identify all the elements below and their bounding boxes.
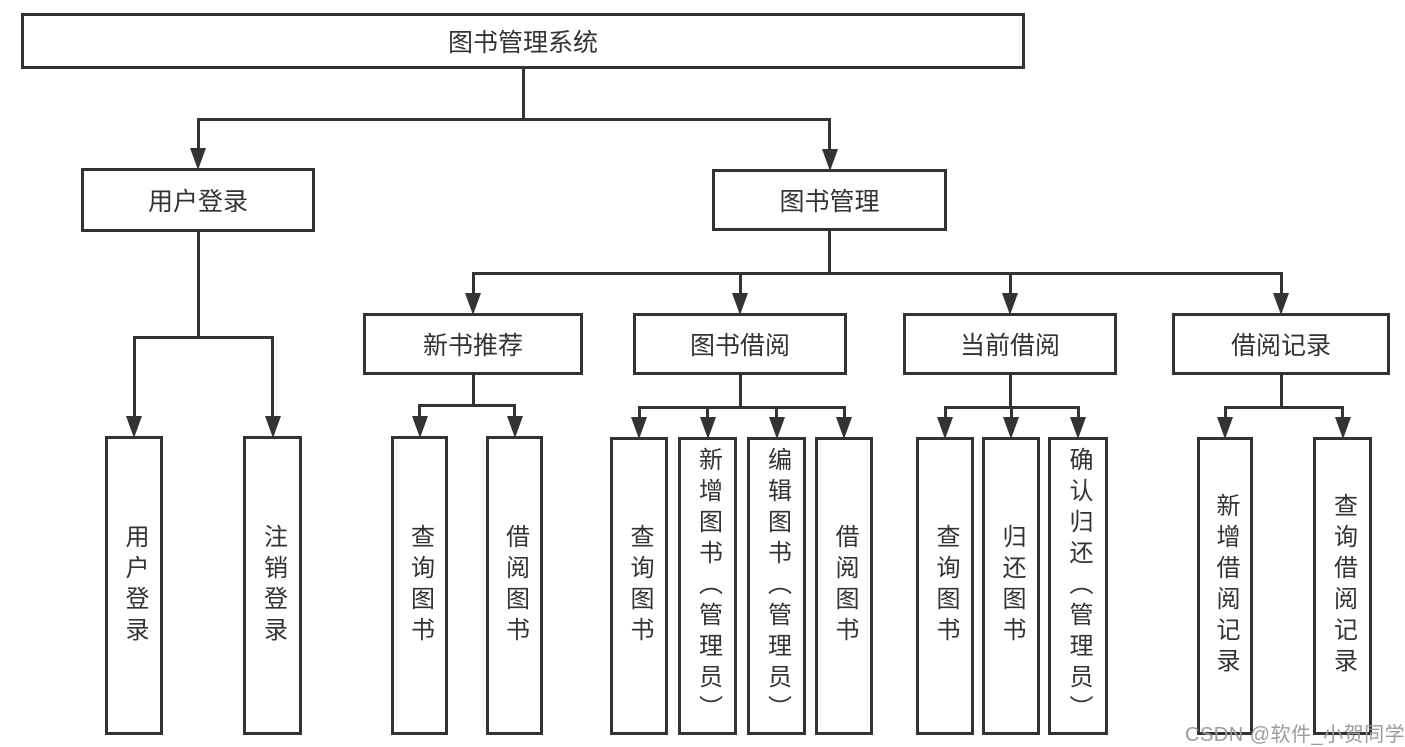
node-logout-leaf: 注销登录 (243, 436, 302, 735)
connector-line (521, 69, 525, 121)
arrow-down-icon (264, 416, 281, 438)
arrow-down-icon (1273, 293, 1289, 315)
node-label: 注销登录 (259, 523, 287, 648)
arrow-down-icon (1070, 417, 1086, 439)
node-label: 查询图书 (932, 524, 959, 648)
node-label: 确认归还（管理员） (1065, 446, 1092, 726)
node-query-books-recommend: 查询图书 (391, 436, 448, 735)
connector-line (637, 406, 846, 409)
connector-line (1008, 275, 1012, 294)
connector-line (1279, 375, 1283, 409)
node-query-books-current: 查询图书 (916, 437, 974, 735)
connector-line (418, 407, 421, 417)
node-label: 图书管理系统 (447, 29, 598, 57)
node-new-book-recommend: 新书推荐 (363, 313, 583, 375)
connector-line (738, 275, 742, 294)
connector-line (1341, 409, 1344, 418)
connector-line (471, 272, 1283, 275)
node-query-books-borrow: 查询图书 (610, 437, 668, 735)
connector-line (943, 406, 1080, 409)
connector-line (271, 339, 274, 417)
node-user-login-branch: 用户登录 (81, 168, 315, 232)
arrow-down-icon (1217, 417, 1233, 439)
arrow-down-icon (732, 293, 748, 315)
node-label: 归还图书 (998, 524, 1025, 648)
connector-line (828, 231, 831, 275)
connector-line (132, 339, 136, 417)
connector-line (1076, 409, 1080, 418)
node-label: 新增借阅记录 (1212, 493, 1239, 679)
connector-line (775, 409, 778, 418)
connector-line (1008, 375, 1012, 409)
node-borrow-books-recommend: 借阅图书 (486, 436, 543, 735)
node-label: 用户登录 (147, 188, 248, 216)
node-confirm-return-admin: 确认归还（管理员） (1048, 437, 1108, 735)
node-borrow-records: 借阅记录 (1172, 313, 1390, 375)
node-return-books: 归还图书 (982, 437, 1040, 735)
node-current-borrow: 当前借阅 (903, 313, 1117, 375)
watermark: CSDN @软件_小贺同学 (1185, 724, 1405, 746)
connector-line (706, 409, 709, 418)
connector-line (513, 407, 516, 417)
arrow-down-icon (631, 417, 647, 439)
node-label: 当前借阅 (959, 332, 1060, 360)
node-label: 借阅记录 (1230, 332, 1331, 360)
node-label: 图书借阅 (689, 332, 790, 360)
node-borrow-books-borrow: 借阅图书 (815, 437, 873, 735)
connector-line (637, 409, 641, 418)
node-label: 查询图书 (406, 523, 434, 648)
arrow-down-icon (836, 417, 852, 439)
connector-line (418, 404, 516, 407)
connector-line (1223, 409, 1227, 418)
node-add-borrow-record: 新增借阅记录 (1197, 437, 1253, 735)
node-book-management-branch: 图书管理 (712, 169, 947, 231)
node-label: 查询图书 (626, 524, 653, 648)
node-label: 用户登录 (121, 523, 148, 648)
connector-line (842, 409, 846, 418)
node-label: 借阅图书 (501, 523, 529, 648)
connector-line (1279, 275, 1283, 294)
node-label: 借阅图书 (831, 524, 858, 648)
arrow-down-icon (411, 416, 428, 438)
node-label: 查询借阅记录 (1329, 493, 1357, 679)
arrow-down-icon (190, 148, 206, 170)
node-query-borrow-record: 查询借阅记录 (1313, 437, 1372, 735)
arrow-down-icon (126, 416, 142, 438)
connector-line (196, 118, 831, 121)
arrow-down-icon (465, 293, 481, 315)
node-label: 新书推荐 (422, 332, 523, 360)
connector-line (196, 121, 200, 149)
node-label: 编辑图书（管理员） (763, 446, 791, 726)
connector-line (471, 375, 475, 407)
connector-line (828, 121, 831, 150)
arrow-down-icon (506, 416, 523, 438)
connector-line (196, 232, 200, 339)
arrow-down-icon (821, 149, 838, 171)
node-label: 图书管理 (779, 188, 880, 216)
arrow-down-icon (1334, 417, 1351, 439)
arrow-down-icon (1003, 417, 1019, 439)
node-system-root: 图书管理系统 (21, 13, 1025, 69)
node-edit-book-admin: 编辑图书（管理员） (747, 437, 806, 735)
arrow-down-icon (699, 417, 716, 439)
connector-line (132, 336, 274, 339)
arrow-down-icon (1002, 293, 1018, 315)
connector-line (1223, 406, 1344, 409)
arrow-down-icon (768, 417, 785, 439)
connector-line (943, 409, 947, 418)
connector-line (471, 275, 475, 294)
node-user-login-leaf: 用户登录 (105, 436, 163, 735)
node-add-book-admin: 新增图书（管理员） (678, 437, 737, 735)
connector-line (1009, 409, 1013, 418)
connector-line (738, 375, 742, 409)
arrow-down-icon (937, 417, 953, 439)
node-label: 新增图书（管理员） (694, 446, 722, 726)
node-book-borrow: 图书借阅 (633, 313, 847, 375)
